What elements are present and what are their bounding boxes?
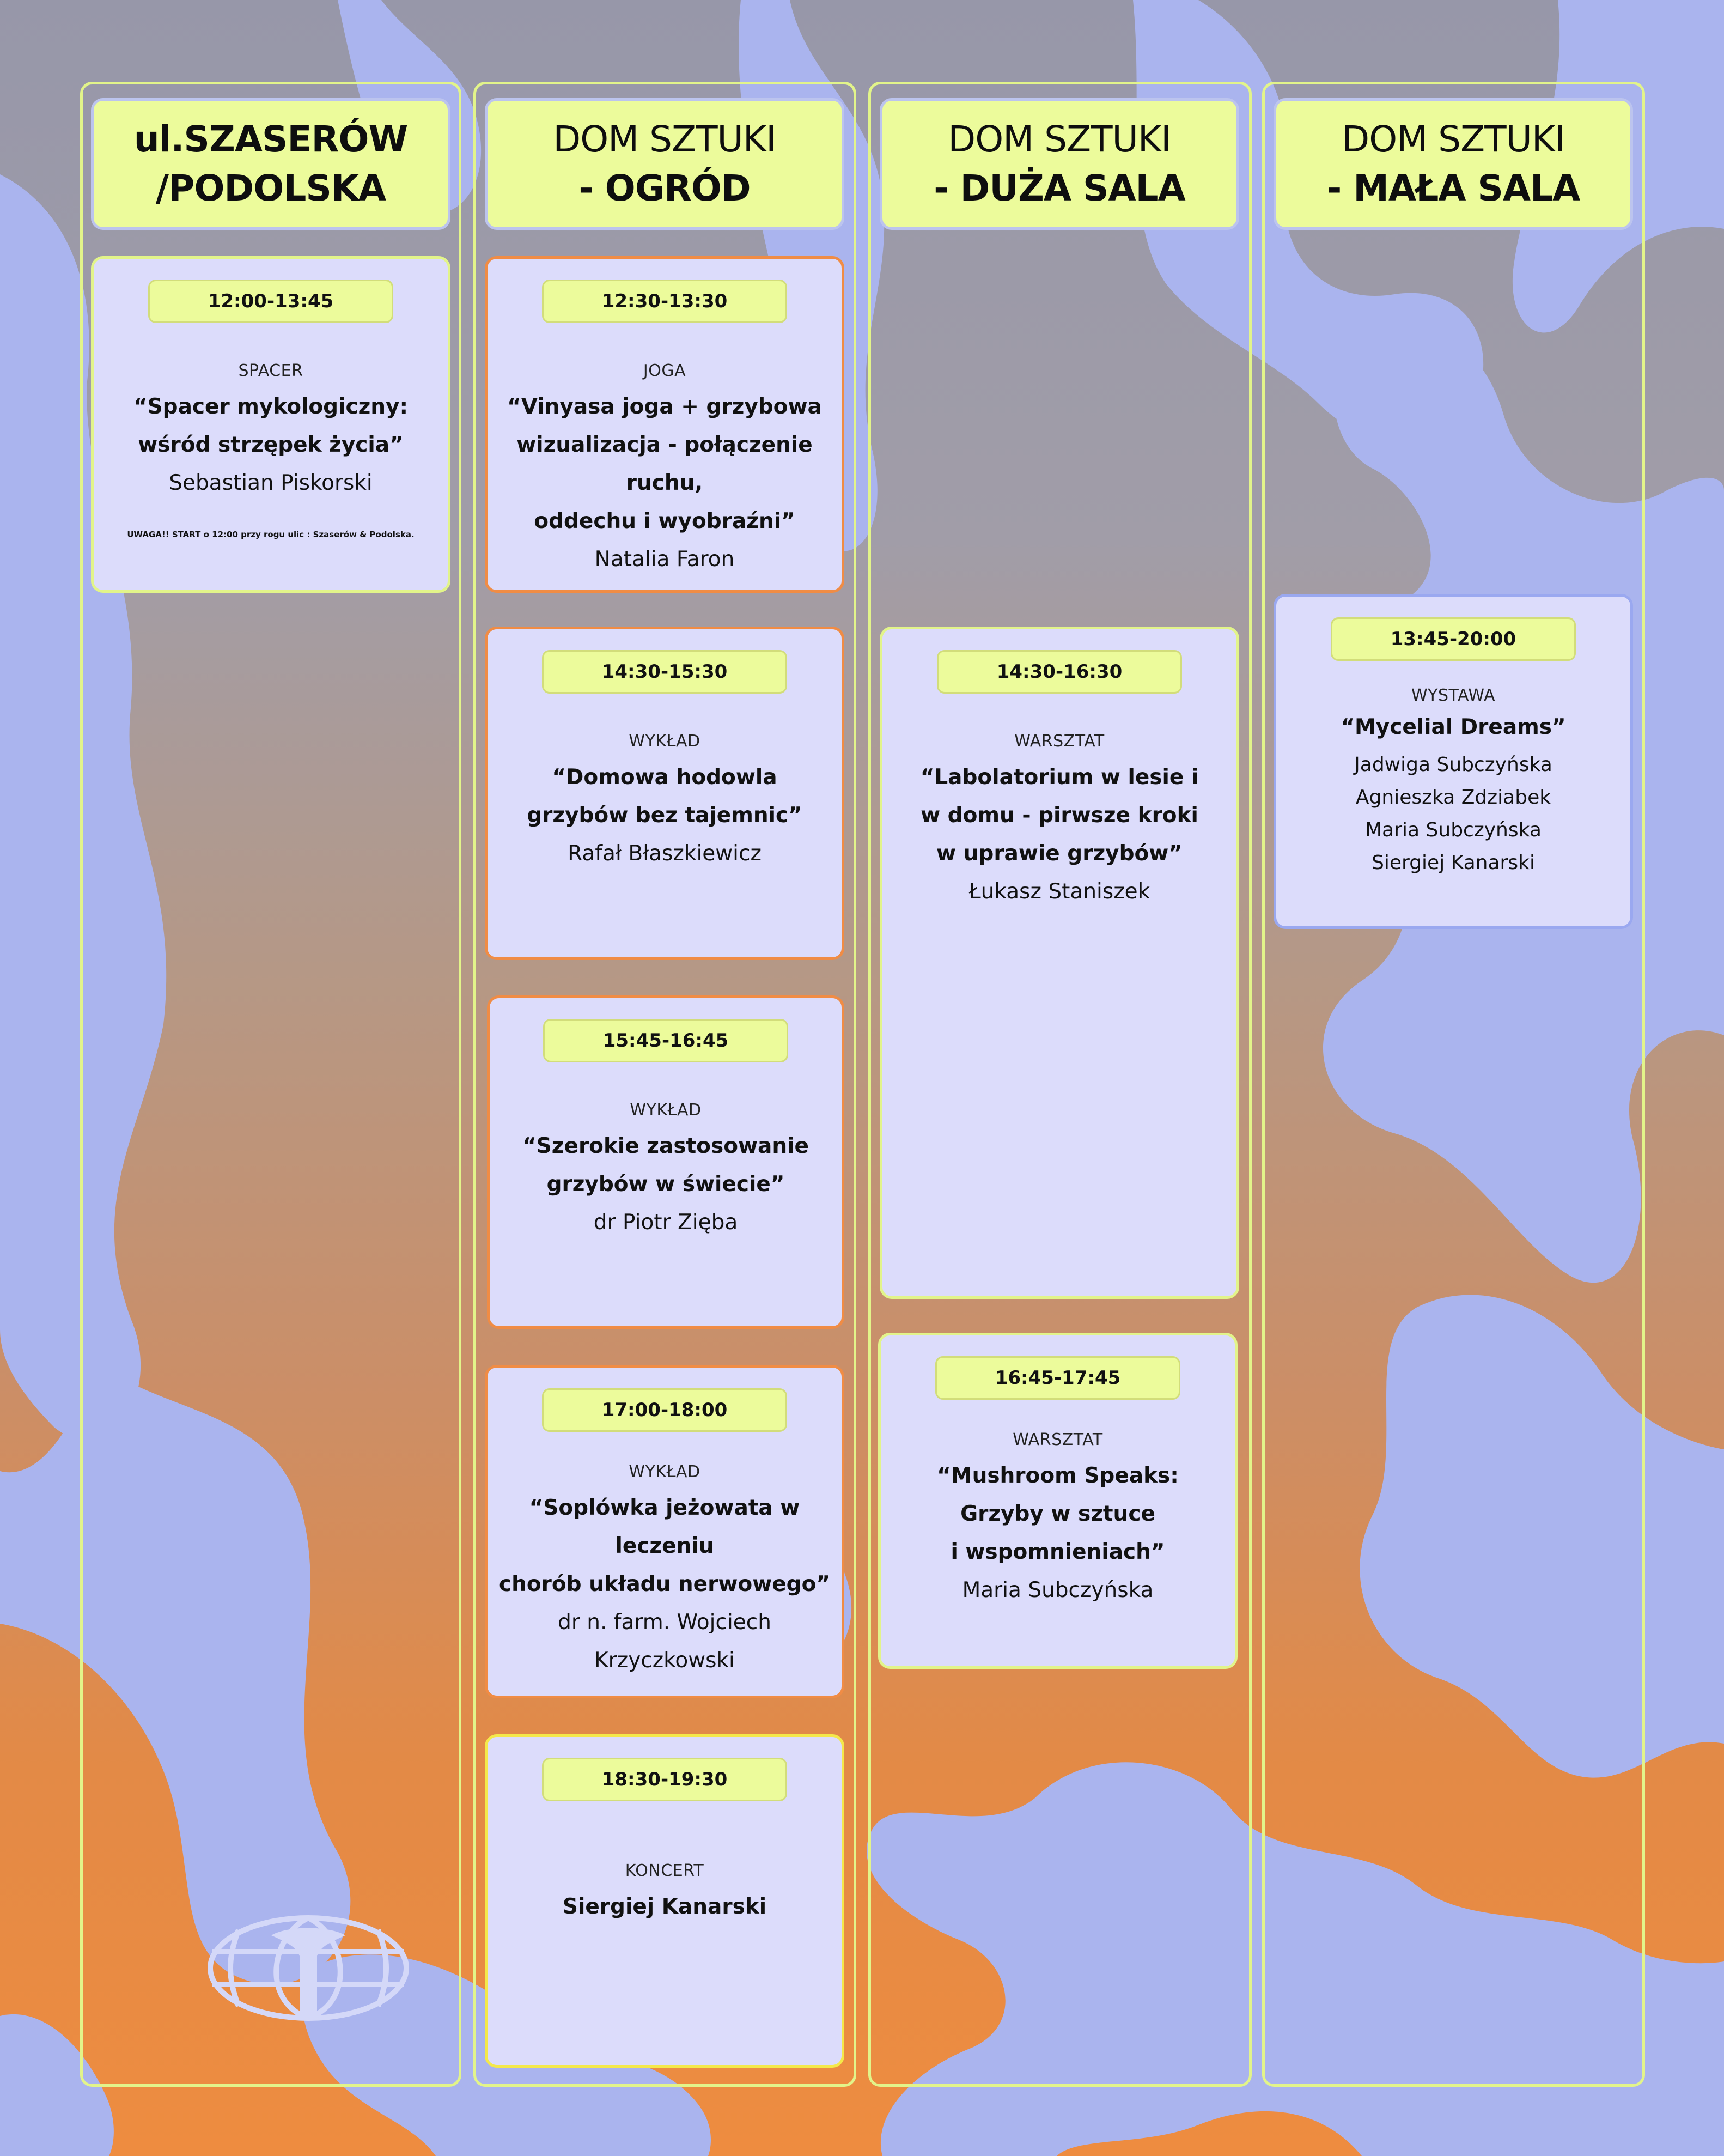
event-card-spacer[interactable]: 12:00-13:45 SPACER “Spacer mykologiczny:…: [91, 256, 450, 593]
venue-name-line1: ul.SZASERÓW: [133, 118, 408, 160]
event-card-wyklad-soplowka[interactable]: 17:00-18:00 WYKŁAD “Soplówka jeżowata w …: [485, 1365, 844, 1698]
event-title: “Spacer mykologiczny: wśród strzępek życ…: [133, 394, 409, 457]
venue-name-line1: DOM SZTUKI: [1342, 118, 1565, 160]
event-title: “Labolatorium w lesie i w domu - pirwsze…: [920, 765, 1199, 866]
event-category: WARSZTAT: [1013, 1430, 1103, 1449]
venue-header-ogrod: DOM SZTUKI - OGRÓD: [485, 98, 844, 230]
event-time: 17:00-18:00: [542, 1388, 787, 1432]
event-category: WARSZTAT: [1014, 732, 1105, 751]
event-card-warsztat-labolatorium[interactable]: 14:30-16:30 WARSZTAT “Labolatorium w les…: [880, 627, 1239, 1299]
venue-name-line2: - DUŻA SALA: [934, 167, 1185, 209]
venue-name-line2: - OGRÓD: [578, 167, 751, 209]
event-speaker: Maria Subczyńska: [962, 1578, 1154, 1602]
event-category: WYSTAWA: [1411, 686, 1495, 705]
venue-name-line2: /PODOLSKA: [155, 167, 386, 209]
event-category: WYKŁAD: [630, 1101, 702, 1120]
event-title: “Domowa hodowla grzybów bez tajemnic”: [527, 765, 802, 828]
event-speaker: dr Piotr Zięba: [593, 1210, 738, 1235]
venue-header-szaserow: ul.SZASERÓW /PODOLSKA: [91, 98, 450, 230]
event-time: 18:30-19:30: [542, 1758, 787, 1801]
event-card-wyklad-hodowla[interactable]: 14:30-15:30 WYKŁAD “Domowa hodowla grzyb…: [485, 627, 844, 960]
event-title: “Vinyasa joga + grzybowa wizualizacja - …: [507, 394, 822, 533]
venue-name-line1: DOM SZTUKI: [553, 118, 776, 160]
venue-name-line2: - MAŁA SALA: [1326, 167, 1580, 209]
venue-header-duza-sala: DOM SZTUKI - DUŻA SALA: [880, 98, 1239, 230]
event-time: 15:45-16:45: [543, 1019, 788, 1062]
venue-name-line1: DOM SZTUKI: [948, 118, 1171, 160]
event-title: “Mushroom Speaks: Grzyby w sztuce i wspo…: [937, 1463, 1179, 1564]
event-time: 14:30-15:30: [542, 650, 787, 694]
event-card-warsztat-mushroom[interactable]: 16:45-17:45 WARSZTAT “Mushroom Speaks: G…: [878, 1333, 1238, 1669]
globe-tree-logo-icon: [208, 1915, 409, 2021]
event-speaker: dr n. farm. Wojciech Krzyczkowski: [558, 1610, 771, 1673]
event-category: KONCERT: [625, 1861, 704, 1880]
event-card-joga[interactable]: 12:30-13:30 JOGA “Vinyasa joga + grzybow…: [485, 256, 844, 593]
event-time: 12:00-13:45: [148, 280, 393, 323]
event-title: “Mycelial Dreams”: [1341, 715, 1566, 739]
event-category: SPACER: [238, 361, 303, 380]
event-time: 14:30-16:30: [937, 650, 1182, 694]
event-time: 16:45-17:45: [935, 1356, 1180, 1400]
event-card-wyklad-zastosowanie[interactable]: 15:45-16:45 WYKŁAD “Szerokie zastosowani…: [487, 995, 844, 1329]
event-title: Siergiej Kanarski: [562, 1894, 767, 1919]
event-time: 12:30-13:30: [542, 280, 787, 323]
event-category: JOGA: [643, 361, 686, 380]
event-speaker: Natalia Faron: [594, 547, 735, 572]
event-card-koncert[interactable]: 18:30-19:30 KONCERT Siergiej Kanarski: [485, 1734, 844, 2068]
event-people: Jadwiga Subczyńska Agnieszka Zdziabek Ma…: [1354, 754, 1552, 874]
column-szaserow: [80, 82, 461, 2087]
event-title: “Szerokie zastosowanie grzybów w świecie…: [522, 1134, 809, 1197]
venue-header-mala-sala: DOM SZTUKI - MAŁA SALA: [1274, 98, 1633, 230]
event-note: UWAGA!! START o 12:00 przy rogu ulic : S…: [127, 530, 415, 539]
event-time: 13:45-20:00: [1331, 617, 1576, 661]
event-title: “Soplówka jeżowata w leczeniu chorób ukł…: [498, 1496, 831, 1596]
event-category: WYKŁAD: [629, 1462, 700, 1481]
column-ogrod: [473, 82, 856, 2087]
event-speaker: Sebastian Piskorski: [169, 471, 373, 495]
event-category: WYKŁAD: [629, 732, 700, 751]
event-card-wystawa[interactable]: 13:45-20:00 WYSTAWA “Mycelial Dreams” Ja…: [1274, 594, 1633, 929]
column-mala-sala: [1262, 82, 1645, 2087]
event-speaker: Łukasz Staniszek: [968, 879, 1150, 904]
event-speaker: Rafał Błaszkiewicz: [568, 841, 762, 866]
column-duza-sala: [868, 82, 1252, 2087]
